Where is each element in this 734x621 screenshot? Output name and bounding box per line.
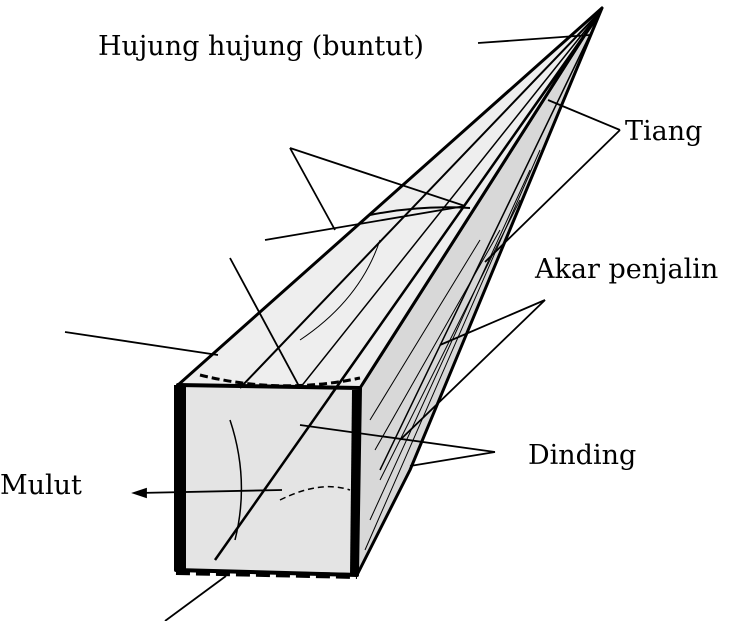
wall-leader-1	[299, 424, 496, 453]
rattan-leader-1	[439, 299, 546, 346]
label-mouth: Mulut	[0, 470, 82, 501]
front-right-edge	[350, 389, 360, 576]
tail-leader	[477, 34, 591, 44]
pole-leader-1	[547, 99, 621, 131]
rattan-leader-2	[399, 299, 546, 441]
leader-b	[289, 147, 466, 207]
leader-e	[64, 331, 219, 356]
label-tail: Hujung hujung (buntut)	[98, 31, 424, 62]
front-face	[174, 383, 362, 577]
bottom-leader	[164, 575, 227, 621]
mouth-leader	[137, 489, 283, 494]
label-wall: Dinding	[528, 440, 637, 471]
mouth-arrowhead	[131, 487, 147, 499]
pole-leader-2	[484, 129, 621, 263]
leader-d	[229, 257, 301, 389]
label-rattan-root: Akar penjalin	[535, 254, 719, 285]
trap-body	[174, 6, 604, 579]
leader-c	[264, 205, 466, 241]
leader-a	[289, 147, 336, 231]
label-pole: Tiang	[625, 116, 703, 147]
leader-lines	[64, 34, 621, 621]
top-face	[176, 6, 604, 390]
wall-leader-2	[409, 451, 496, 467]
bottom-edge	[175, 569, 358, 579]
